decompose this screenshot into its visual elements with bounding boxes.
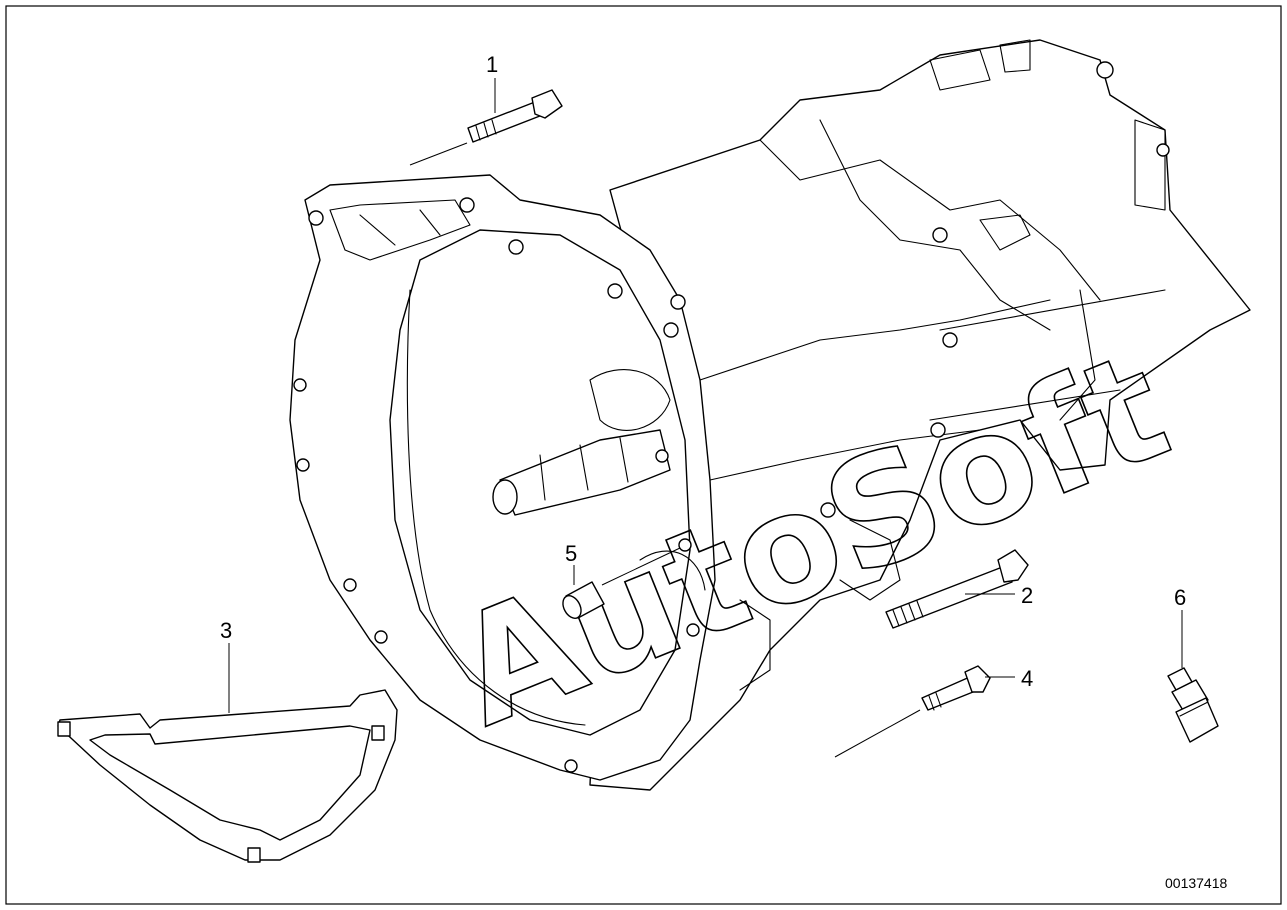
part-5-dowel-sleeve xyxy=(562,547,681,619)
catalog-number: 00137418 xyxy=(1165,875,1228,891)
callout-1: 1 xyxy=(486,52,498,77)
callout-2: 2 xyxy=(1021,583,1033,608)
callout-4: 4 xyxy=(1021,666,1033,691)
part-1-bolt xyxy=(409,89,563,166)
transmission-housing xyxy=(289,39,1251,791)
callout-3: 3 xyxy=(220,618,232,643)
part-3-cover-plate xyxy=(57,689,398,863)
callout-5: 5 xyxy=(565,541,577,566)
part-2-bolt xyxy=(885,549,1029,629)
callout-6: 6 xyxy=(1174,585,1186,610)
part-4-bolt xyxy=(834,665,991,758)
diagram-frame xyxy=(5,5,1282,905)
part-6-switch xyxy=(1167,667,1219,743)
